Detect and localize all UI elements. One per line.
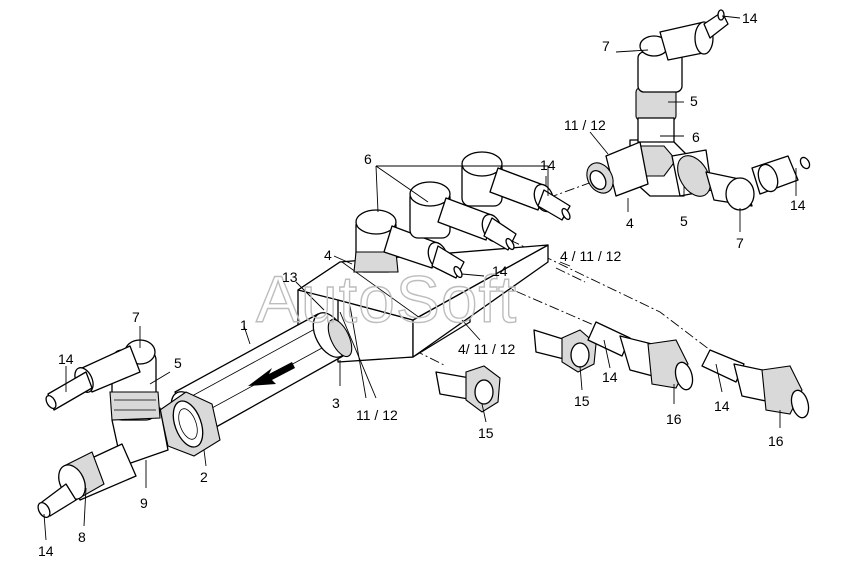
label-1: 1 <box>240 317 248 333</box>
label-2: 2 <box>200 469 208 485</box>
leader-lines <box>43 15 797 541</box>
label-13: 13 <box>282 269 298 285</box>
label-4-11-12-right: 4 / 11 / 12 <box>560 248 621 264</box>
label-7-top: 7 <box>602 38 610 54</box>
left-fitting-assembly <box>37 339 169 519</box>
label-14-bottom: 14 <box>38 543 54 559</box>
label-14-left: 14 <box>58 351 74 367</box>
label-14-elbow: 14 <box>540 157 556 173</box>
label-7-left: 7 <box>132 309 140 325</box>
label-14-top: 14 <box>742 10 758 26</box>
elbow-fitting-front <box>353 209 465 279</box>
flow-direction-arrow <box>248 362 295 386</box>
watermark-text: AutoSoft <box>256 262 517 336</box>
label-15-left: 15 <box>478 425 494 441</box>
label-16-left: 16 <box>666 411 682 427</box>
label-7-right: 7 <box>736 235 744 251</box>
label-4-11-12-lower: 4/ 11 / 12 <box>458 341 516 357</box>
label-11-12-tee: 11 / 12 <box>564 117 606 133</box>
label-6-block: 6 <box>364 151 372 167</box>
union-nut <box>159 391 221 457</box>
label-11-12-block: 11 / 12 <box>356 407 398 423</box>
elbow-fitting-rear <box>461 151 571 221</box>
label-9: 9 <box>140 495 148 511</box>
block-bolt <box>327 318 353 358</box>
pipe-fittings <box>587 321 810 419</box>
label-5-tee-right: 5 <box>680 213 688 229</box>
label-14-right: 14 <box>790 197 806 213</box>
label-6-tee: 6 <box>692 129 700 145</box>
label-15-right: 15 <box>574 393 590 409</box>
tee-fitting-assembly <box>586 9 811 211</box>
banjo-bolts <box>435 329 597 413</box>
label-16-right: 16 <box>768 433 784 449</box>
label-8: 8 <box>78 529 86 545</box>
label-4-tee: 4 <box>626 215 634 231</box>
label-5-tee-top: 5 <box>690 93 698 109</box>
label-4-block: 4 <box>324 247 332 263</box>
elbow-fitting-middle <box>409 181 517 251</box>
label-14-pipe1: 14 <box>602 369 618 385</box>
elbow-fittings <box>353 151 571 279</box>
label-5-left: 5 <box>174 355 182 371</box>
callout-labels: 1 2 3 4 4 5 5 5 6 6 7 7 7 8 9 11 / 12 11… <box>38 10 806 559</box>
label-3: 3 <box>332 395 340 411</box>
label-14-pipe2: 14 <box>714 398 730 414</box>
label-14-block: 14 <box>492 263 508 279</box>
